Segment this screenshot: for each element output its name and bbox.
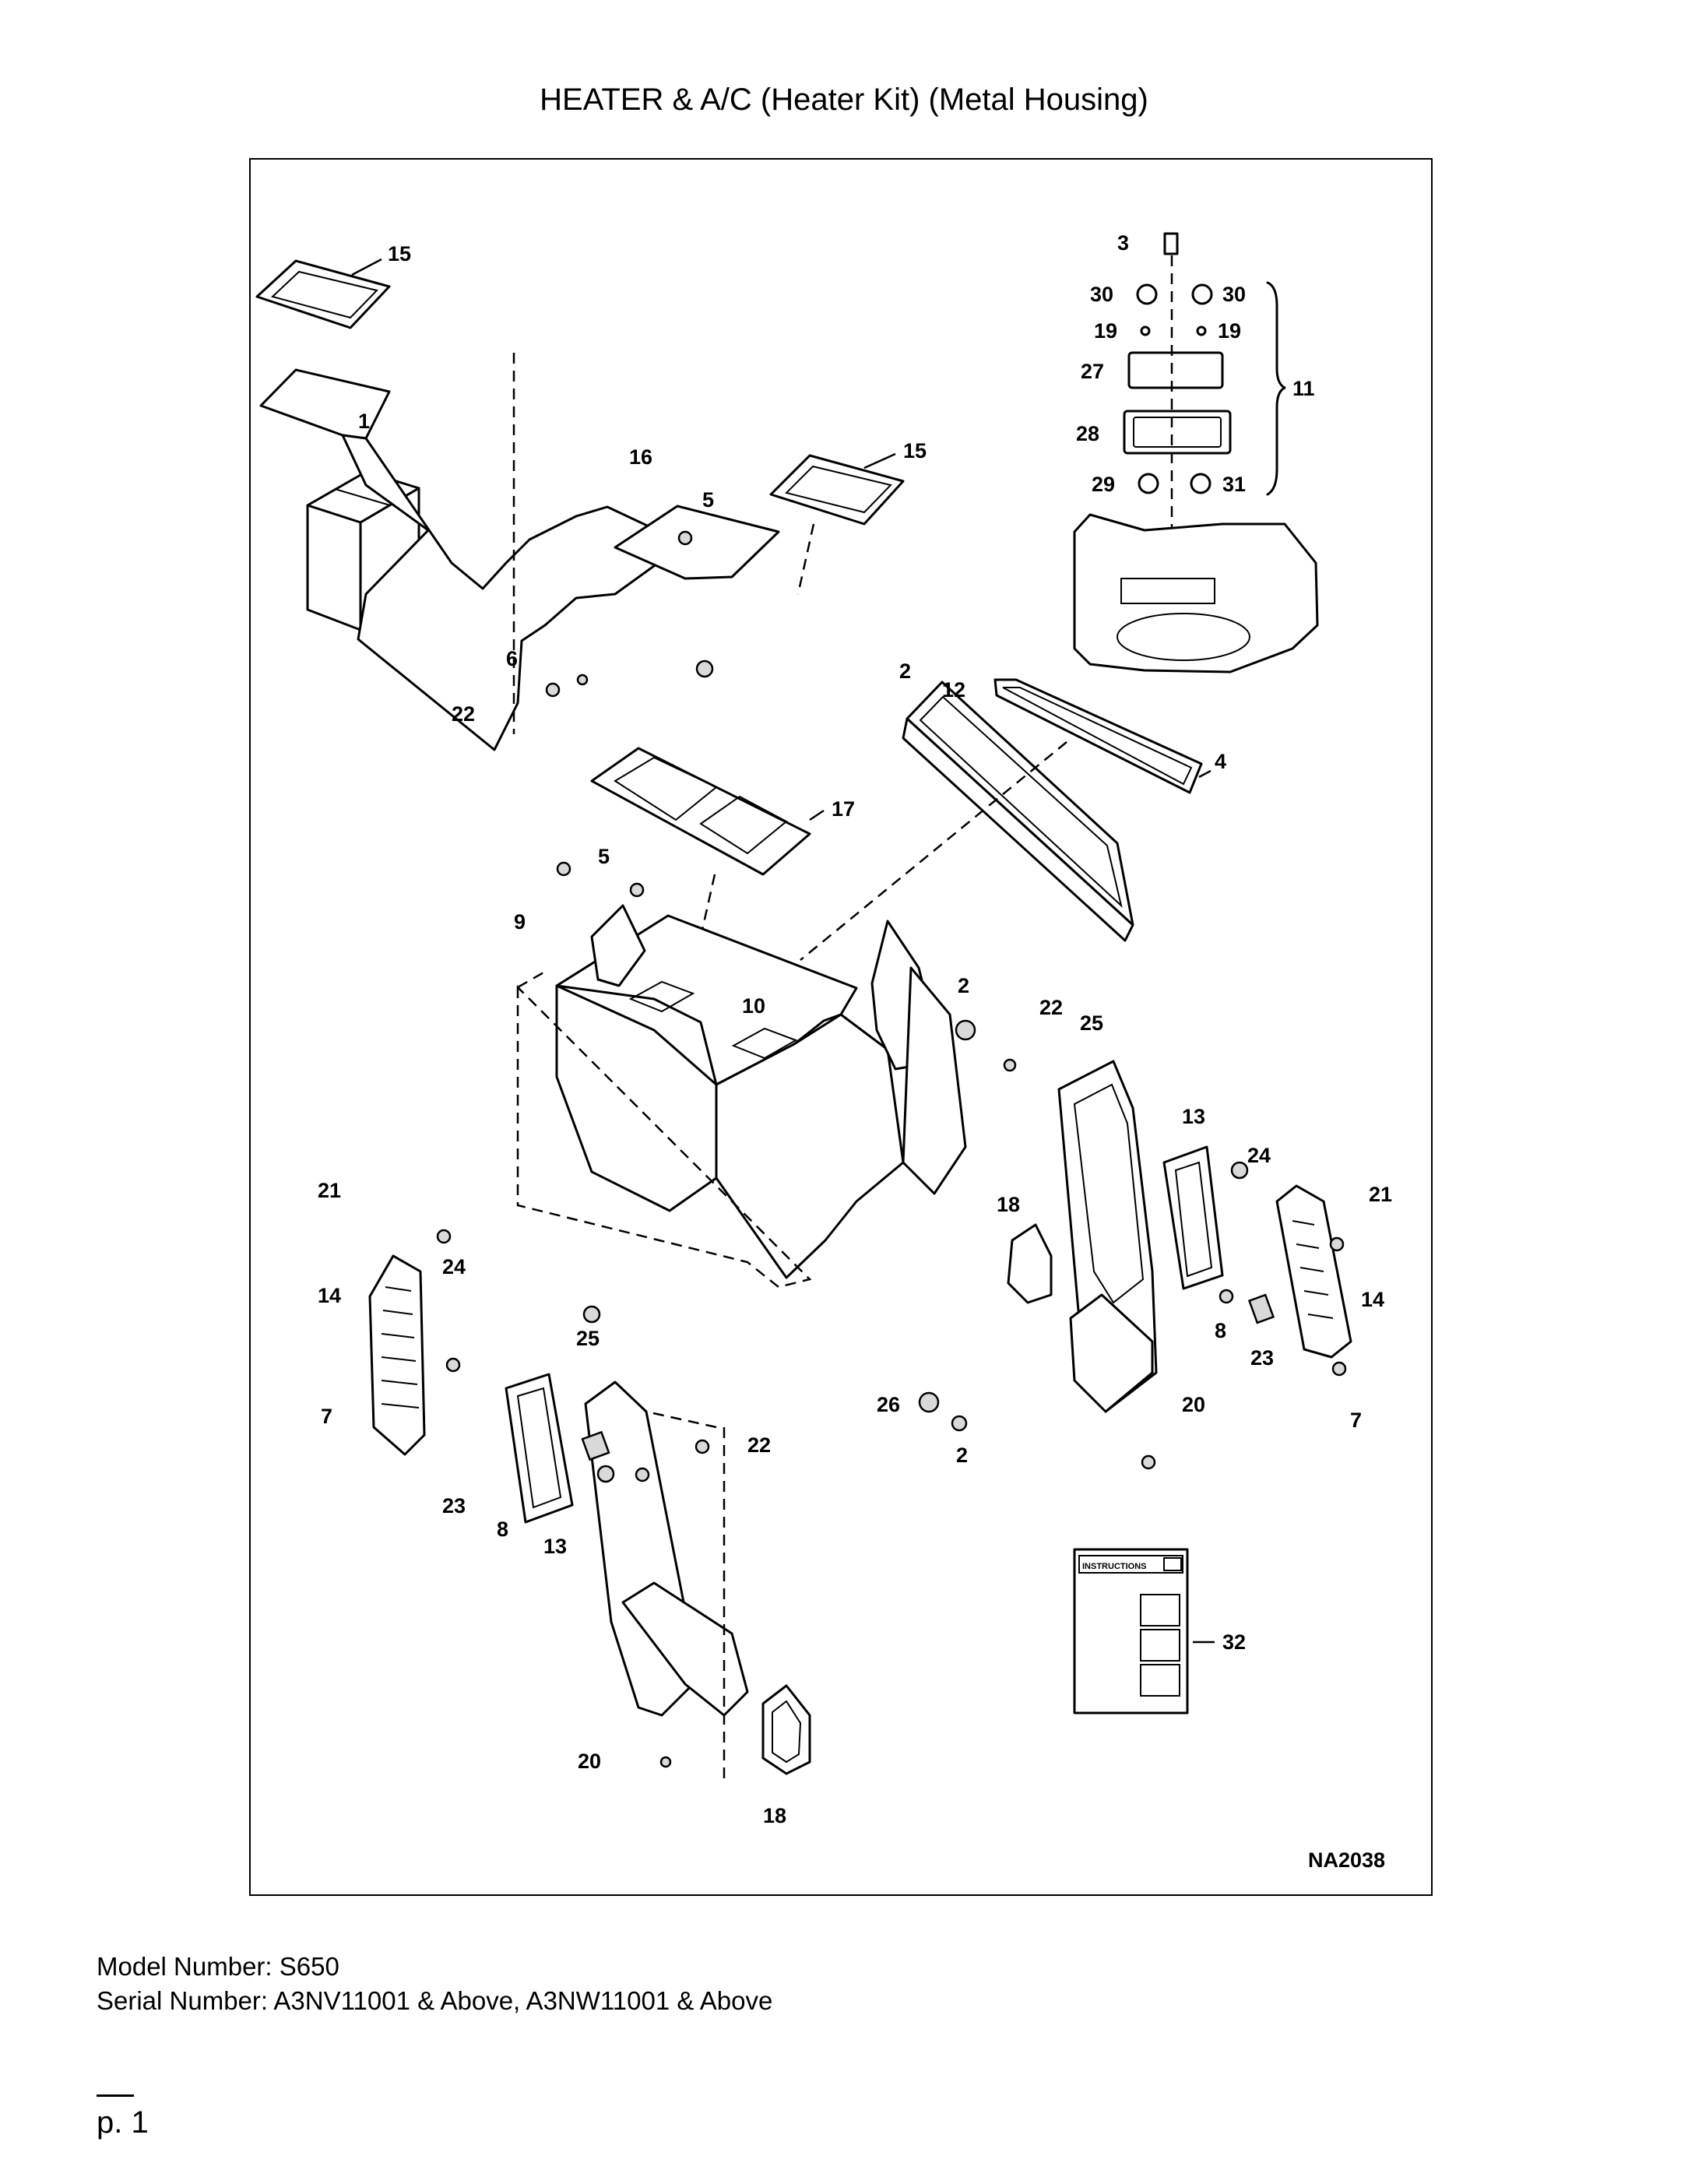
- callout-19b: 19: [1218, 319, 1241, 343]
- callout-8a: 8: [1215, 1319, 1226, 1342]
- upper-duct: [259, 353, 815, 751]
- callout-5b: 5: [598, 845, 610, 868]
- callout-21b: 21: [1369, 1183, 1392, 1206]
- diagram-frame: [249, 158, 1433, 1896]
- callout-1: 1: [358, 410, 370, 433]
- switch-assembly: [1073, 232, 1319, 673]
- callout-15b: 15: [903, 439, 927, 462]
- vent-14-left: [368, 1254, 426, 1456]
- callout-8b: 8: [497, 1518, 508, 1541]
- callout-7b: 7: [1350, 1409, 1362, 1432]
- callout-2b: 2: [958, 974, 969, 997]
- callout-19a: 19: [1094, 319, 1117, 343]
- vent-14-right: [1275, 1184, 1352, 1359]
- instructions-sheet: INSTRUCTIONS: [1073, 1548, 1215, 1714]
- callout-7a: 7: [321, 1405, 332, 1428]
- callout-4: 4: [1215, 750, 1226, 773]
- callout-31: 31: [1222, 473, 1246, 496]
- callout-3: 3: [1117, 231, 1129, 255]
- shroud-25-left: [584, 1380, 749, 1785]
- callout-29: 29: [1092, 473, 1115, 496]
- model-number: Model Number: S650: [97, 1952, 339, 1981]
- filter-4: [993, 678, 1211, 794]
- callout-22b: 22: [1039, 996, 1063, 1019]
- instructions-label: INSTRUCTIONS: [1082, 1562, 1147, 1571]
- serial-number: Serial Number: A3NV11001 & Above, A3NW11…: [97, 1986, 773, 2015]
- filter-12: [902, 681, 1134, 942]
- hardware: [436, 530, 1347, 1768]
- callout-18a: 18: [997, 1193, 1020, 1216]
- page-rule: [97, 2094, 134, 2097]
- callout-26: 26: [877, 1393, 900, 1416]
- filter-13-right: [1162, 1145, 1224, 1290]
- callout-25a: 25: [1080, 1011, 1103, 1035]
- filter-13-left: [505, 1373, 574, 1524]
- callout-13b: 13: [543, 1535, 567, 1558]
- callout-2c: 2: [956, 1444, 968, 1467]
- callout-20b: 20: [578, 1750, 601, 1773]
- callout-2a: 2: [899, 659, 911, 683]
- callout-21a: 21: [318, 1179, 341, 1202]
- callout-13a: 13: [1182, 1105, 1205, 1128]
- callout-32: 32: [1222, 1630, 1246, 1654]
- callout-27: 27: [1081, 360, 1104, 383]
- callout-18b: 18: [763, 1804, 786, 1827]
- callout-11: 11: [1292, 377, 1315, 400]
- callout-25b: 25: [576, 1327, 600, 1350]
- duct-outlet-18-right: [1007, 1223, 1053, 1304]
- callout-16: 16: [629, 445, 652, 469]
- callout-28: 28: [1076, 422, 1099, 445]
- callout-labels: 1 15 15 16 5 6 22 2 12 4 17 5 9 10 2 22 …: [318, 231, 1392, 1872]
- callout-12: 12: [942, 678, 965, 702]
- callout-20a: 20: [1182, 1393, 1205, 1416]
- callout-24b: 24: [442, 1255, 466, 1278]
- gasket-17: [590, 747, 825, 876]
- callout-9: 9: [514, 910, 526, 934]
- callout-5a: 5: [702, 488, 714, 512]
- callout-17: 17: [832, 797, 855, 821]
- callout-23b: 23: [442, 1494, 466, 1518]
- page-number: p. 1: [97, 2105, 149, 2140]
- drawing-id: NA2038: [1308, 1848, 1385, 1872]
- model-serial-info: Model Number: S650 Serial Number: A3NV11…: [97, 1950, 772, 2018]
- gasket-15-right: [769, 452, 905, 526]
- callout-6: 6: [506, 647, 518, 670]
- callout-10: 10: [742, 994, 765, 1018]
- callout-23a: 23: [1250, 1346, 1274, 1370]
- duct-outlet-18-left: [761, 1684, 811, 1775]
- callout-24a: 24: [1247, 1144, 1271, 1167]
- callout-22a: 22: [452, 702, 475, 726]
- gasket-15-left: [255, 258, 391, 329]
- heater-housing: [516, 904, 967, 1289]
- callout-14b: 14: [1361, 1288, 1384, 1311]
- shroud-25-right: [1057, 1060, 1158, 1413]
- callout-30a: 30: [1090, 283, 1113, 306]
- callout-22c: 22: [747, 1433, 771, 1457]
- callout-14a: 14: [318, 1284, 341, 1307]
- callout-15a: 15: [388, 242, 411, 266]
- callout-30b: 30: [1222, 283, 1246, 306]
- page-title: HEATER & A/C (Heater Kit) (Metal Housing…: [540, 83, 1148, 117]
- exploded-parts-diagram: INSTRUCTIONS 1 15 15: [255, 231, 1392, 1872]
